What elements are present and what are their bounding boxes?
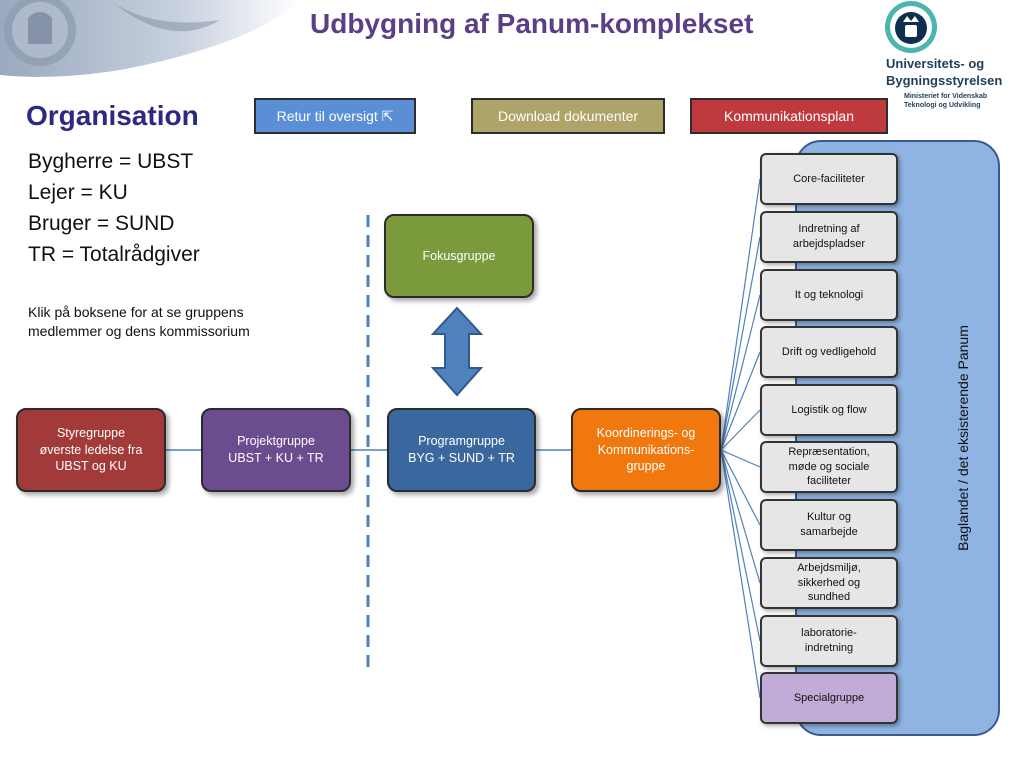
group-core-faciliteter[interactable]: Core-faciliteter xyxy=(760,153,898,205)
return-to-overview-button[interactable]: Retur til oversigt ⇱ xyxy=(254,98,416,134)
koordinering-label: Koordinerings- og Kommunikations- gruppe xyxy=(596,425,696,474)
logo-line2: Bygningsstyrelsen xyxy=(886,73,1003,88)
styregruppe-box[interactable]: Styregruppe øverste ledelse fra UBST og … xyxy=(16,408,166,492)
page-title: Udbygning af Panum-komplekset xyxy=(310,8,754,39)
projektgruppe-box[interactable]: Projektgruppe UBST + KU + TR xyxy=(201,408,351,492)
group-drift-og-vedligehold[interactable]: Drift og vedligehold xyxy=(760,326,898,378)
group-laboratorieindretning[interactable]: laboratorie-indretning xyxy=(760,615,898,667)
group-it-og-teknologi[interactable]: It og teknologi xyxy=(760,269,898,321)
group-logistik-og-flow[interactable]: Logistik og flow xyxy=(760,384,898,436)
group-label: Specialgruppe xyxy=(793,691,865,704)
logo-line1: Universitets- og xyxy=(886,56,985,71)
fokusgruppe-label: Fokusgruppe xyxy=(422,248,496,263)
logo-subline1: Ministeriet for Videnskab xyxy=(904,93,988,100)
section-heading: Organisation xyxy=(26,100,199,131)
koordinering-box[interactable]: Koordinerings- og Kommunikations- gruppe xyxy=(571,408,721,492)
legend-line: Bruger = SUND xyxy=(28,212,175,235)
group-label: laboratorie-indretning xyxy=(801,627,857,654)
instruction-text-line2: medlemmer og dens kommissorium xyxy=(28,323,250,339)
group-label: Drift og vedligehold xyxy=(781,345,877,358)
logo-subline2: Teknologi og Udvikling xyxy=(904,102,981,109)
programgruppe-box[interactable]: Programgruppe BYG + SUND + TR xyxy=(387,408,536,492)
styregruppe-label: Styregruppe øverste ledelse fra UBST og … xyxy=(39,425,143,474)
ministry-logo xyxy=(870,0,1020,115)
header-banner-image xyxy=(0,0,300,80)
group-label: Core-faciliteter xyxy=(793,172,865,185)
projektgruppe-label: Projektgruppe UBST + KU + TR xyxy=(228,434,324,465)
legend-line: Bygherre = UBST xyxy=(28,150,194,173)
legend-line: TR = Totalrådgiver xyxy=(28,243,200,266)
programgruppe-label: Programgruppe BYG + SUND + TR xyxy=(408,434,515,465)
download-documents-button[interactable]: Download dokumenter xyxy=(471,98,665,134)
group-specialgruppe[interactable]: Specialgruppe xyxy=(760,672,898,724)
communication-plan-button[interactable]: Kommunikationsplan xyxy=(690,98,888,134)
double-arrow-icon xyxy=(430,306,484,397)
group-label: Logistik og flow xyxy=(791,403,867,416)
fokusgruppe-box[interactable]: Fokusgruppe xyxy=(384,214,534,298)
instruction-text-line1: Klik på boksene for at se gruppens xyxy=(28,304,244,320)
legend-line: Lejer = KU xyxy=(28,181,128,204)
group-label: It og teknologi xyxy=(794,288,864,301)
